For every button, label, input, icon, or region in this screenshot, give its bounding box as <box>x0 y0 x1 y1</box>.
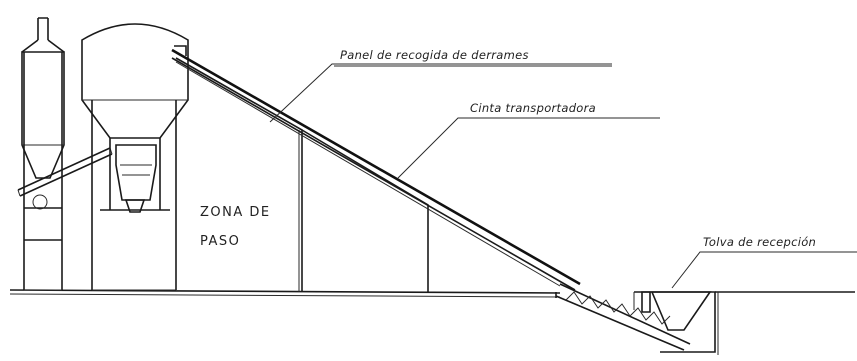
small-silo <box>21 17 65 291</box>
leader-lines <box>269 63 857 289</box>
label-spill-panel: Panel de recogida de derrames <box>340 48 529 62</box>
inclined-conveyor <box>171 45 691 351</box>
receiving-pit <box>555 291 719 355</box>
label-receiving-hopper: Tolva de recepción <box>703 235 816 249</box>
screw-conveyor <box>17 147 113 197</box>
label-zone-line1: ZONA DE <box>200 205 271 220</box>
label-conveyor-belt: Cinta transportadora <box>470 101 596 115</box>
large-silo <box>81 23 189 291</box>
label-zone-line2: PASO <box>200 234 240 249</box>
ground-line <box>9 289 855 298</box>
